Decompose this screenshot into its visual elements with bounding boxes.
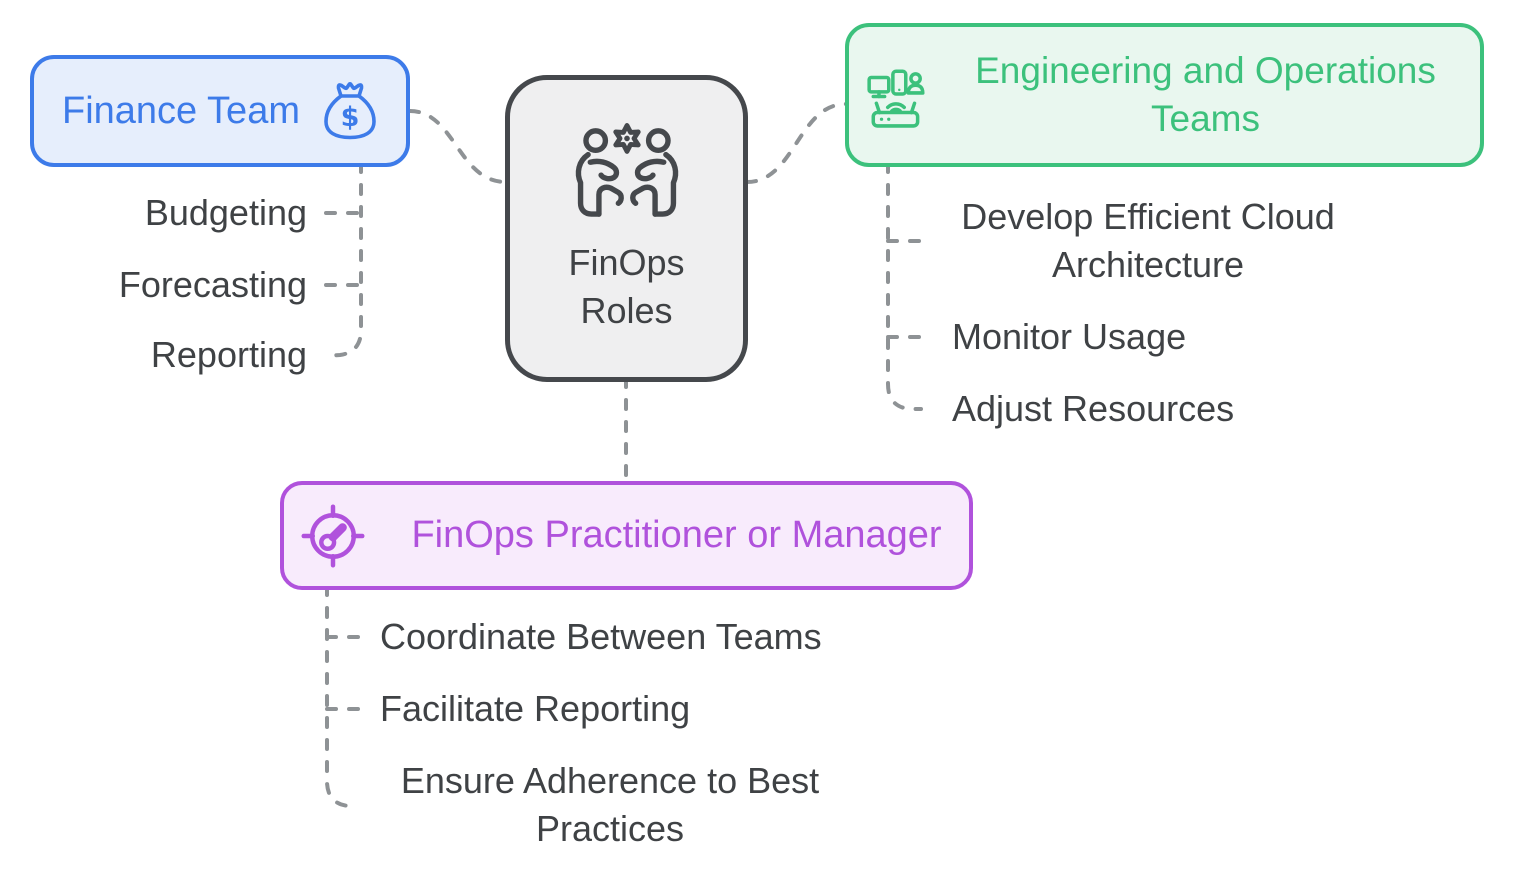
finance-item-budgeting: Budgeting <box>144 192 307 233</box>
engineering-item-develop-architecture: Develop Efficient Cloud Architecture <box>961 196 1335 285</box>
practitioner-item-ensure-adherence: Ensure Adherence to Best Practices <box>400 760 820 849</box>
finance-item-forecasting: Forecasting <box>118 264 307 305</box>
node-finance-team: Finance Team $ <box>30 55 410 167</box>
practitioner-item-coordinate: Coordinate Between Teams <box>380 616 822 657</box>
finops-roles-label: FinOps Roles <box>568 241 685 331</box>
connector-engineering-drop <box>886 161 923 411</box>
target-gauge-icon <box>301 503 365 568</box>
node-engineering-operations: Engineering and Operations Teams <box>845 23 1484 167</box>
engineering-item-adjust-resources: Adjust Resources <box>952 388 1235 429</box>
finops-practitioner-label: FinOps Practitioner or Manager <box>411 514 942 556</box>
devices-network-icon <box>867 69 925 128</box>
connector-finance-drop <box>325 161 363 358</box>
practitioner-item-facilitate: Facilitate Reporting <box>380 688 691 729</box>
people-collaboration-icon <box>575 122 678 217</box>
finance-team-label: Finance Team <box>62 89 300 132</box>
connector-center-to-engineering <box>745 102 848 184</box>
node-finops-roles: FinOps Roles <box>505 75 748 382</box>
engineering-item-monitor-usage: Monitor Usage <box>952 316 1187 357</box>
engineering-operations-label: Engineering and Operations Teams <box>975 50 1436 139</box>
money-bag-icon: $ <box>324 82 376 140</box>
node-finops-practitioner: FinOps Practitioner or Manager <box>280 481 973 590</box>
finance-item-reporting: Reporting <box>150 334 307 375</box>
connector-finance-to-center <box>408 109 508 184</box>
svg-text:$: $ <box>341 102 360 133</box>
connector-practitioner-drop <box>325 584 360 809</box>
